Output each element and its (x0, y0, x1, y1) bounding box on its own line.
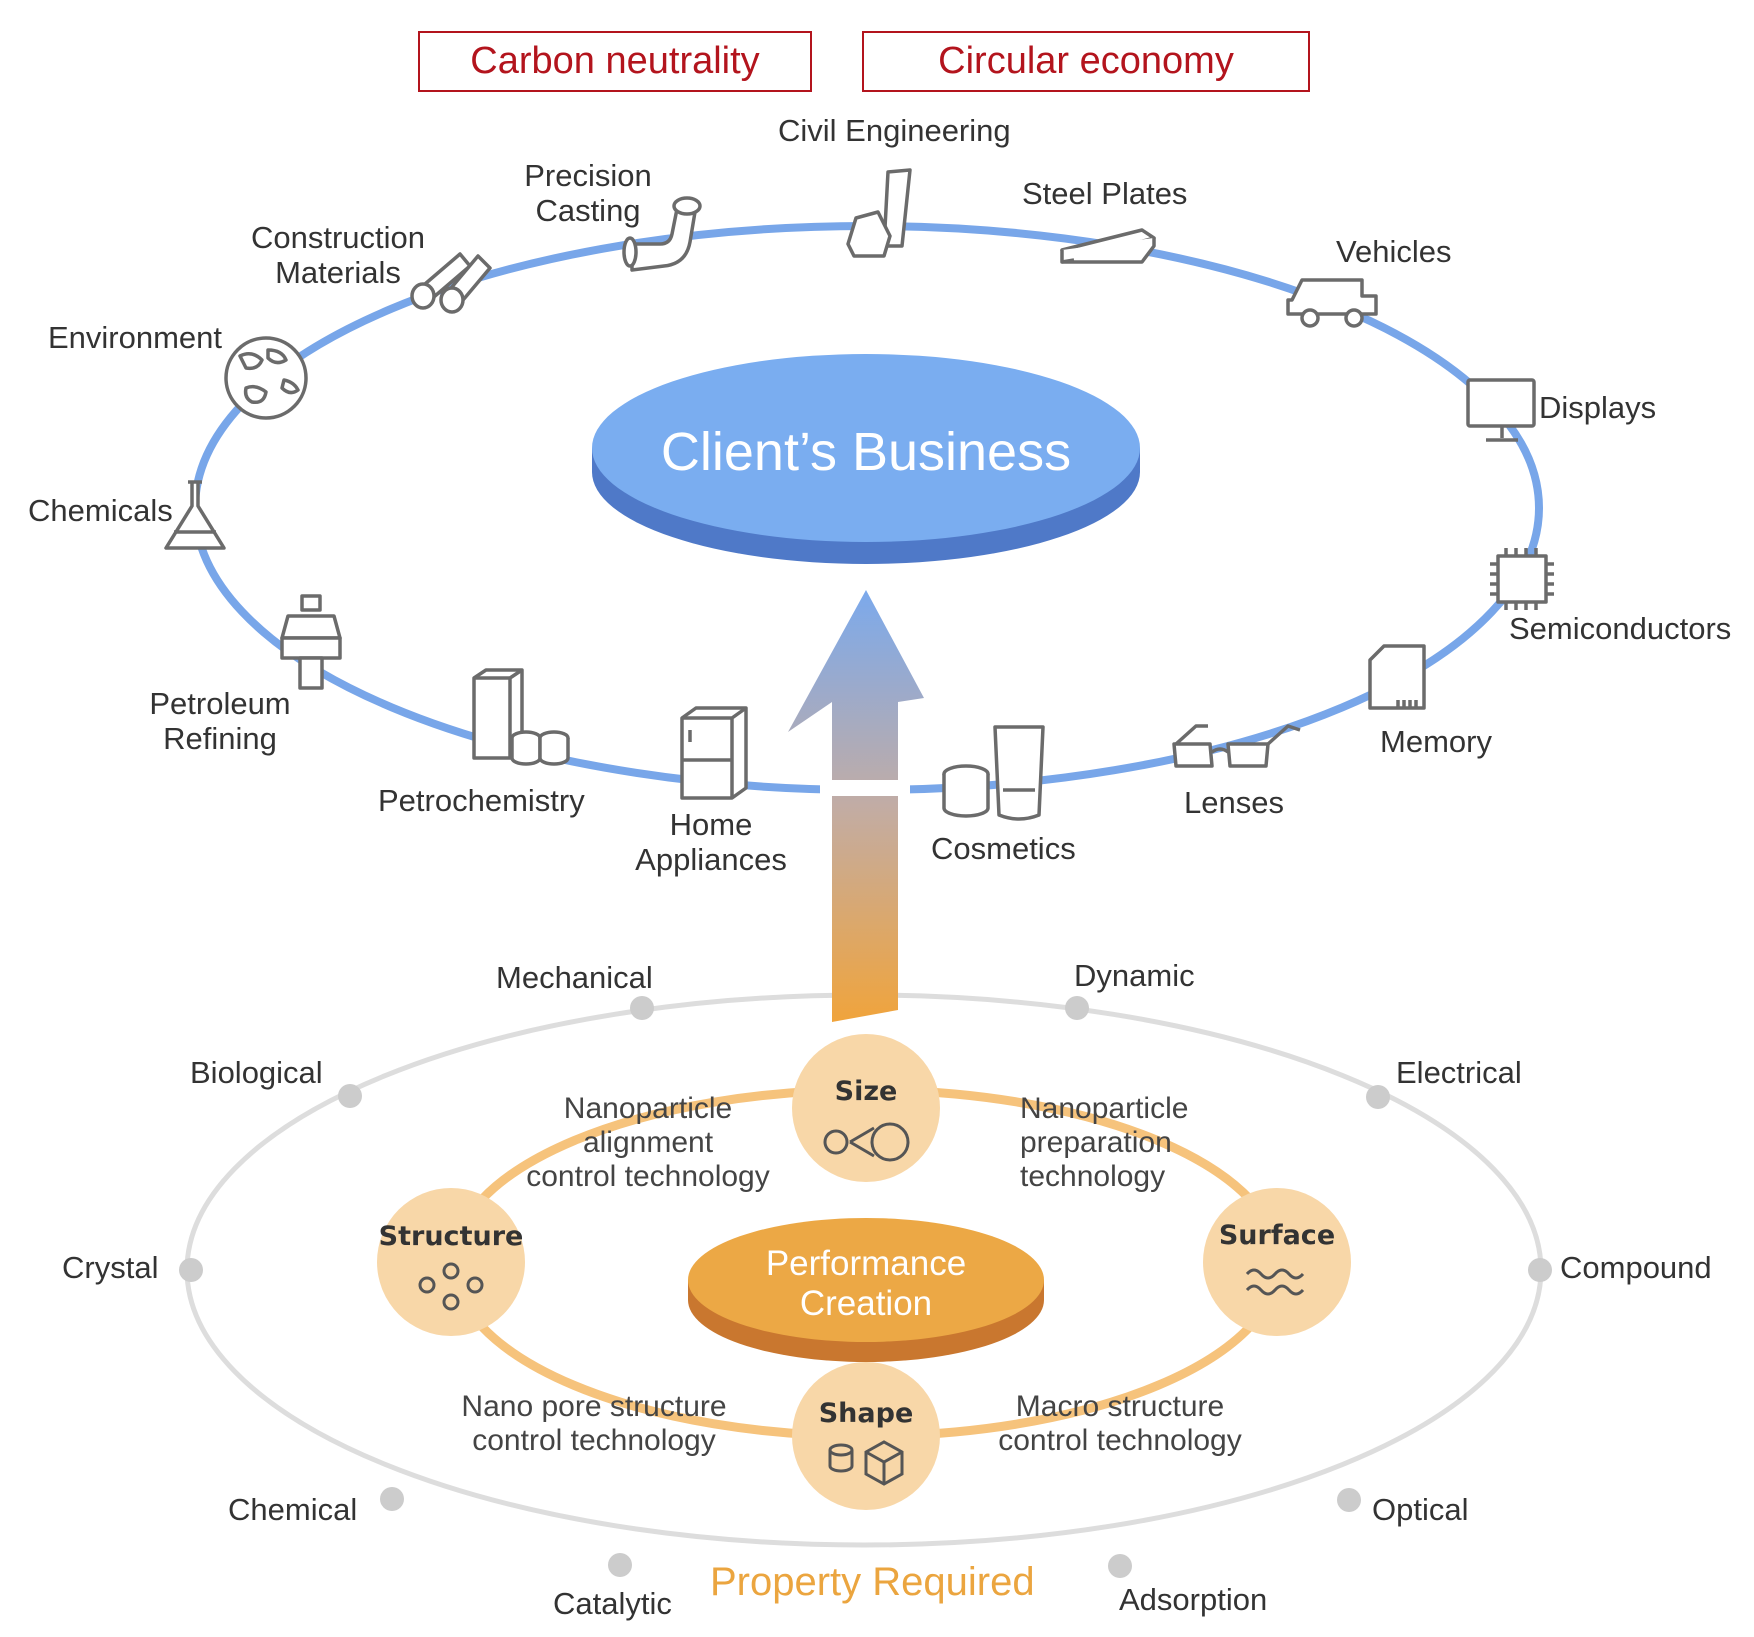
tech-macro-line1: Macro structure (1015, 1390, 1225, 1423)
tech-alignment-line3: control technology (526, 1160, 770, 1194)
dot-electrical (1366, 1085, 1390, 1109)
label-semiconductors: Semiconductors (1509, 611, 1732, 646)
refrigerator-icon (680, 706, 748, 800)
core-circle-structure: Structure (377, 1188, 525, 1336)
label-petroleum-refining-line2: Refining (163, 720, 277, 756)
property-mechanical: Mechanical (496, 960, 653, 995)
dot-crystal (179, 1258, 203, 1282)
tech-preparation-line3: technology (1020, 1160, 1166, 1194)
memory-card-icon (1368, 644, 1426, 710)
dot-dynamic (1065, 996, 1089, 1020)
core-circle-shape: Shape (792, 1362, 940, 1510)
globe-icon (224, 336, 308, 420)
tech-alignment-line2: alignment (582, 1126, 714, 1160)
upward-arrow (788, 590, 924, 1022)
surface-label: Surface (1219, 1220, 1335, 1251)
label-memory: Memory (1380, 724, 1492, 759)
dot-catalytic (608, 1553, 632, 1577)
label-chemicals: Chemicals (28, 493, 173, 528)
property-chemical: Chemical (228, 1492, 358, 1527)
pipe-elbow-icon (622, 196, 702, 272)
arrow-gap (820, 780, 910, 796)
client-business-label: Client’s Business (661, 422, 1071, 482)
property-optical: Optical (1372, 1492, 1469, 1527)
performance-creation-disk (688, 1218, 1044, 1362)
label-home-appliances-line1: Home (669, 807, 753, 842)
display-icon (1466, 378, 1536, 442)
tech-macro-structure: Macro structure control technology (980, 1390, 1260, 1458)
label-lenses: Lenses (1184, 785, 1284, 820)
size-label: Size (835, 1076, 898, 1107)
steel-plates-icon (1060, 228, 1156, 264)
label-civil-engineering: Civil Engineering (778, 113, 1011, 148)
performance-creation-line2: Creation (800, 1284, 932, 1323)
refining-tower-icon (280, 594, 342, 690)
label-steel-plates: Steel Plates (1022, 176, 1188, 211)
property-dots (179, 996, 1552, 1578)
vehicle-icon (1286, 278, 1378, 328)
dot-adsorption (1108, 1554, 1132, 1578)
tech-nano-pore-structure: Nano pore structure control technology (444, 1390, 744, 1458)
tech-nanoparticle-preparation: Nanoparticle preparation technology (1020, 1092, 1188, 1195)
semiconductor-chip-icon (1490, 548, 1554, 610)
label-cosmetics: Cosmetics (931, 831, 1076, 866)
tech-preparation-line1: Nanoparticle (1020, 1092, 1189, 1125)
dot-chemical (380, 1487, 404, 1511)
flask-icon (164, 480, 226, 550)
tech-macro-line2: control technology (998, 1424, 1242, 1458)
label-petrochemistry: Petrochemistry (378, 783, 585, 818)
property-compound: Compound (1560, 1250, 1712, 1285)
glasses-icon (1172, 724, 1301, 768)
size-icon (823, 1122, 910, 1162)
client-business-disk (592, 354, 1140, 564)
petrochemistry-icon (472, 668, 570, 766)
property-catalytic: Catalytic (553, 1586, 672, 1621)
dot-biological (338, 1084, 362, 1108)
label-construction-materials: Construction Materials (238, 220, 438, 290)
dot-optical (1337, 1488, 1361, 1512)
carbon-neutrality-tag: Carbon neutrality (418, 31, 812, 92)
label-displays: Displays (1539, 390, 1657, 425)
pipes-icon (410, 252, 492, 314)
label-home-appliances: Home Appliances (626, 807, 796, 877)
label-petroleum-refining-line1: Petroleum (149, 686, 291, 721)
label-vehicles: Vehicles (1336, 234, 1452, 269)
property-electrical: Electrical (1396, 1055, 1522, 1090)
core-circle-surface: Surface (1203, 1188, 1351, 1336)
label-construction-materials-line2: Materials (275, 254, 401, 290)
civil-engineering-icon (846, 168, 912, 258)
cosmetics-icon (942, 725, 1045, 821)
label-environment: Environment (48, 320, 223, 355)
particles-icon (418, 1262, 484, 1311)
dot-compound (1528, 1258, 1552, 1282)
label-precision-casting-line2: Casting (535, 192, 641, 228)
property-adsorption: Adsorption (1119, 1582, 1268, 1617)
label-precision-casting: Precision Casting (508, 158, 668, 228)
property-dynamic: Dynamic (1074, 958, 1195, 993)
property-biological: Biological (190, 1055, 323, 1090)
tech-nanopore-line2: control technology (472, 1424, 716, 1458)
tech-alignment-line1: Nanoparticle (563, 1092, 733, 1125)
cylinder-cube-icon (828, 1440, 904, 1486)
tech-preparation-line2: preparation (1020, 1126, 1172, 1160)
property-crystal: Crystal (62, 1250, 159, 1285)
tech-nanopore-line1: Nano pore structure (461, 1390, 727, 1423)
label-petroleum-refining: Petroleum Refining (135, 686, 305, 756)
structure-label: Structure (379, 1221, 524, 1252)
label-construction-materials-line1: Construction (250, 220, 426, 255)
core-circle-size: Size (792, 1034, 940, 1182)
wave-icon (1245, 1268, 1305, 1296)
dot-mechanical (630, 996, 654, 1020)
shape-label: Shape (819, 1398, 914, 1429)
circular-economy-tag: Circular economy (862, 31, 1310, 92)
label-home-appliances-line2: Appliances (635, 841, 787, 877)
tech-nanoparticle-alignment: Nanoparticle alignment control technolog… (508, 1092, 788, 1195)
label-precision-casting-line1: Precision (524, 158, 652, 193)
performance-creation-line1: Performance (766, 1244, 966, 1283)
property-required-label: Property Required (710, 1560, 1035, 1604)
